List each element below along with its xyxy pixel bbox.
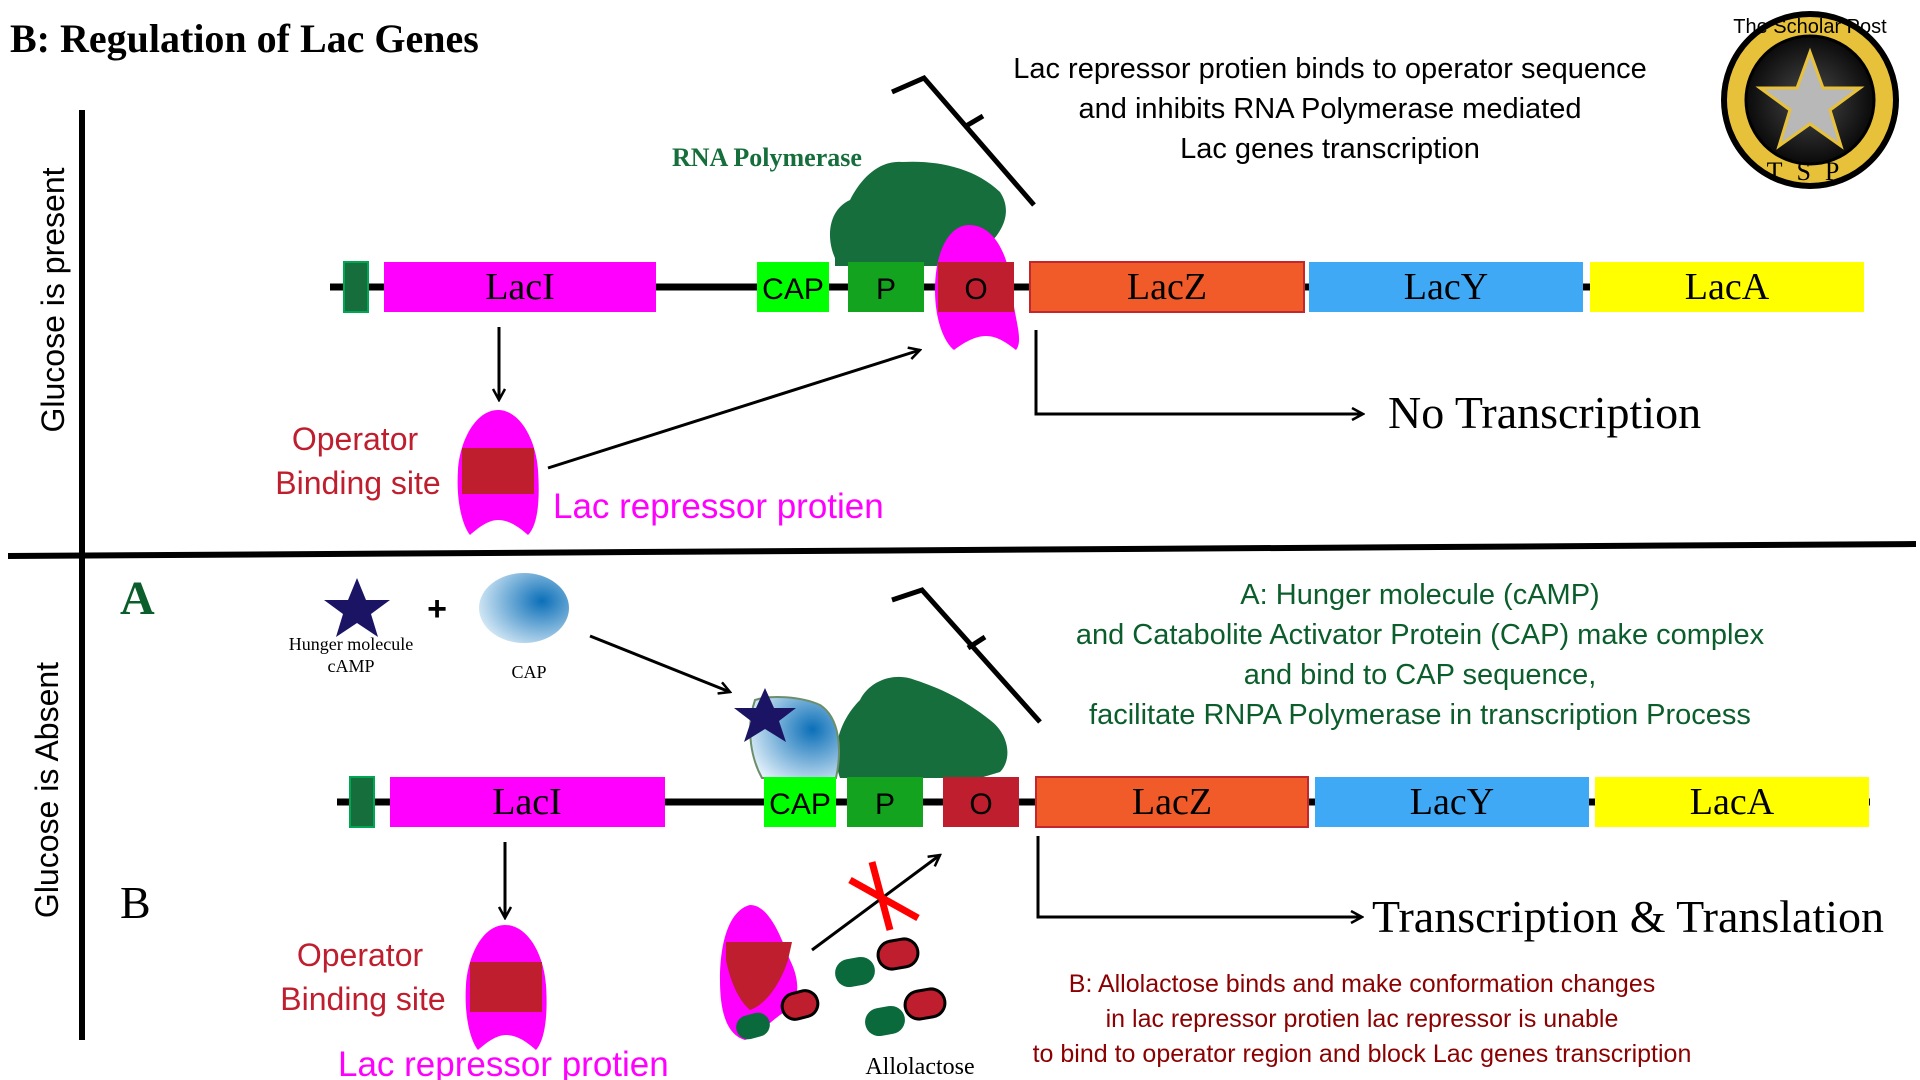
allolactose-bound-2 [780,989,820,1021]
transcription-arrow [1036,836,1362,917]
gene-laca-label: LacA [1690,781,1775,823]
top-note-line-2: and inhibits RNA Polymerase mediated [1079,93,1582,125]
gene-laca [1590,262,1864,312]
rna-polymerase-label: RNA Polymerase [672,143,862,172]
operator-binding-site-line-2: Binding site [280,981,445,1017]
logo-text-top: The Scholar Post [1733,16,1887,38]
repressor-to-operator-arrow [547,350,920,470]
gene-cap-site [757,262,829,312]
gene-laci [384,262,656,312]
gene-lacz [1029,261,1305,313]
gene-lacy [1309,262,1583,312]
diagram-title: B: Regulation of Lac Genes [10,16,479,61]
gene-lacz-label: LacZ [1132,781,1212,823]
note-a-line-1: A: Hunger molecule (cAMP) [1240,579,1599,611]
operator-binding-site-distorted [726,942,792,1010]
regulatory-marker [343,261,369,313]
gene-laca [1595,777,1869,827]
cap-protein [479,573,569,643]
note-a-line-2: and Catabolite Activator Protein (CAP) m… [1076,619,1765,651]
gene-operator [938,262,1014,312]
gene-laca-label: LacA [1685,266,1770,308]
camp-star-icon [734,688,796,742]
operator-binding-site-line-1: Operator [297,937,424,973]
scholar-post-logo: The Scholar Post TSP [1721,11,1899,189]
blocked-binding-arrow [811,855,940,952]
gene-promoter [847,777,923,827]
gene-lacz [1035,776,1309,828]
transcription-translation-label: Transcription & Translation [1372,891,1884,942]
gene-lacz-label: LacZ [1127,266,1207,308]
bottom-panel: A B Hunger molecule cAMP + CAP LacI CAP … [120,572,1884,1080]
side-label-glucose-absent: Glucose is Absent [29,662,65,918]
block-x-icon [848,861,920,931]
side-label-glucose-present: Glucose is present [35,167,71,432]
inhibition-bracket-tick [964,113,985,129]
label-b: B [120,877,151,928]
gene-operator-label: O [964,273,987,306]
cap-protein-label: CAP [511,662,546,682]
rna-polymerase [836,676,1008,778]
gene-cap-label: CAP [769,788,831,821]
operator-binding-site-line-2: Binding site [275,465,440,501]
gene-operator [943,777,1019,827]
top-note-line-1: Lac repressor protien binds to operator … [1013,53,1647,85]
allolactose-bound-1 [736,1012,770,1040]
star-badge-icon [1755,47,1865,150]
lac-repressor-label: Lac repressor protien [338,1045,669,1080]
regulatory-marker [349,776,375,828]
hunger-molecule-label-line-2: cAMP [327,656,374,676]
no-transcription-label: No Transcription [1388,387,1701,438]
cap-to-complex-arrow [589,634,730,692]
allolactose-label: Allolactose [865,1054,974,1080]
operator-binding-site-box [470,962,542,1012]
note-a-line-3: and bind to CAP sequence, [1244,659,1597,691]
gene-cap-site [764,777,836,827]
gene-cap-label: CAP [762,273,824,306]
gene-laci-label: LacI [485,266,555,308]
note-a-line-4: facilitate RNPA Polymerase in transcript… [1089,699,1751,731]
horizontal-divider [7,541,1917,559]
operator-binding-site-line-1: Operator [292,421,419,457]
allolactose-molecules [835,937,947,1037]
gene-promoter-label: P [876,273,896,306]
operator-binding-site-box [462,448,534,494]
activation-bracket [891,587,1042,724]
gene-promoter [848,262,924,312]
gene-operator-label: O [969,788,992,821]
top-note-line-3: Lac genes transcription [1180,133,1480,165]
note-b-line-1: B: Allolactose binds and make conformati… [1069,970,1655,998]
camp-star-icon [324,578,390,637]
gene-laci-label: LacI [492,781,562,823]
gene-lacy [1315,777,1589,827]
gene-lacy-label: LacY [1404,266,1488,308]
plus-sign: + [427,590,447,628]
gene-lacy-label: LacY [1410,781,1494,823]
activation-bracket-tick [966,634,987,651]
no-transcription-arrow [1034,330,1363,414]
hunger-molecule-label-line-1: Hunger molecule [289,634,413,654]
note-b-line-3: to bind to operator region and block Lac… [1033,1040,1692,1068]
gene-laci [390,777,665,827]
label-a: A [120,572,155,625]
lac-repressor-label: Lac repressor protien [553,487,884,526]
logo-text-bottom: TSP [1767,157,1854,186]
inhibition-bracket [890,74,1036,207]
note-b-line-2: in lac repressor protien lac repressor i… [1106,1005,1619,1033]
gene-promoter-label: P [875,788,895,821]
top-panel: LacI RNA Polymerase CAP P O LacZ LacY La… [275,53,1864,535]
